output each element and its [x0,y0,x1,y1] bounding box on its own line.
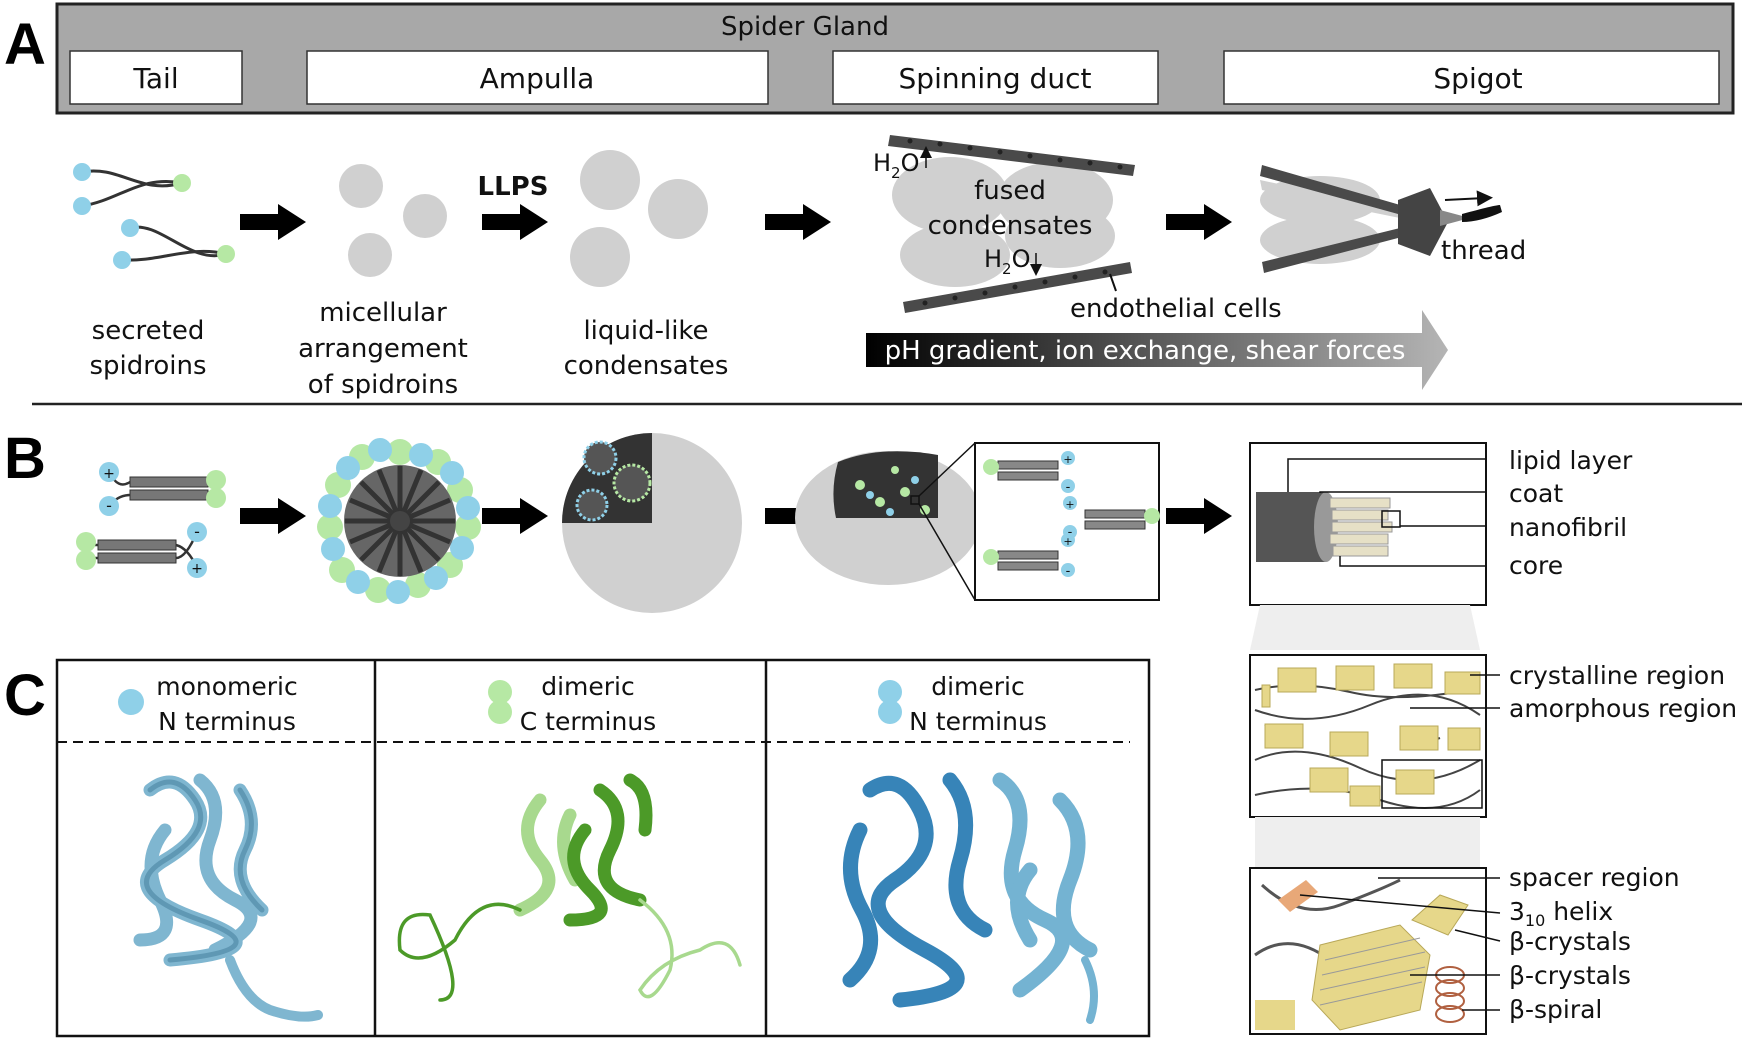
fused-label-1: fused [974,176,1046,206]
gland-section-duct [832,50,1159,105]
panel-c-label: C [4,663,46,728]
secreted-spidroins-icon [73,163,235,269]
arrow-b-4 [1166,498,1232,534]
liquid-label-2: condensates [564,351,729,381]
gland-section-spigot [1223,50,1720,105]
micelles-icon [339,164,447,277]
arrow-a-3 [765,204,831,240]
condensates-icon [570,150,708,287]
liquid-label-1: liquid-like [583,316,708,346]
gland-section-tail-label: Tail [132,62,178,95]
spider-gland-bar: Spider Gland Tail Ampulla Spinning duct … [55,2,1735,115]
micellular-label-2: arrangement [298,334,468,364]
term3-line1: dimeric [931,672,1025,701]
charge-minus-1: - [106,496,112,515]
micelle-icon [317,438,481,604]
charge-zoom-3: + [1065,498,1074,511]
panel-b-label: B [4,426,46,491]
endothelial-leader [1109,273,1117,292]
term3-line2: N terminus [909,707,1047,736]
water-out-label: H2O [873,149,919,182]
spacer-label: spacer region [1509,863,1680,892]
term2-line2: C terminus [520,707,656,736]
charge-zoom-4: - [1068,525,1073,540]
dimeric-c-icon [488,680,512,724]
charge-zoom-6: - [1066,564,1071,579]
arrow-a-1 [240,204,306,240]
llps-label: LLPS [478,172,549,202]
micellular-label-1: micellular [319,298,447,328]
charge-zoom-1: + [1063,453,1072,466]
crystalline-label: crystalline region [1509,661,1725,690]
dimeric-n-icon [878,680,902,724]
term2-line1: dimeric [541,672,635,701]
secreted-label-1: secreted [92,316,205,346]
water-in-label: H2O [984,245,1030,278]
structure-detail-box [1249,867,1501,1035]
core-label: core [1509,551,1563,580]
arrow-b-2 [482,498,548,534]
crystals-label-2: β-crystals [1509,961,1631,990]
term1-line2: N terminus [158,707,296,736]
fused-label-2: condensates [928,211,1093,241]
arrow-a-4 [1166,204,1232,240]
lipid-layer-label: lipid layer [1509,446,1633,475]
gland-title: Spider Gland [721,12,889,42]
crystals-label-1: β-crystals [1509,927,1631,956]
spinning-duct-icon [888,135,1135,313]
arrow-b-1 [240,498,306,534]
crystalline-region-box [1249,654,1500,870]
charge-zoom-5: + [1063,535,1072,548]
spidroin-pair-icon [76,462,226,578]
amorphous-label: amorphous region [1509,694,1737,723]
charge-plus-1: + [103,466,115,482]
gland-section-ampulla [306,50,769,105]
nanofibril-label: nanofibril [1509,513,1627,542]
condensate-cutaway-icon [562,433,742,613]
spigot-icon [1260,165,1502,273]
charge-minus-2: - [194,522,200,541]
fiber-section-icon [1249,442,1487,650]
secreted-label-2: spidroins [89,351,206,381]
term1-line1: monomeric [156,672,298,701]
charge-plus-2: + [191,561,203,577]
monomeric-n-structure [133,773,323,1022]
gland-section-tail [69,50,243,105]
gradient-label: pH gradient, ion exchange, shear forces [885,336,1406,366]
helix-label: 310 helix [1509,897,1613,930]
monomeric-n-icon [118,689,144,715]
coat-label: coat [1509,479,1563,508]
dimeric-n-structure [842,772,1098,1024]
gland-section-spigot-label: Spigot [1433,62,1522,95]
panel-a-label: A [4,12,46,77]
endothelial-label: endothelial cells [1070,294,1282,324]
spiral-label: β-spiral [1509,995,1602,1024]
fused-condensate-icon [795,442,1160,601]
gradient-arrow [866,310,1448,390]
gland-section-ampulla-label: Ampulla [480,62,595,95]
micellular-label-3: of spidroins [308,370,458,400]
charge-zoom-2: - [1066,480,1071,495]
gland-section-duct-label: Spinning duct [899,62,1092,95]
endothelial-cells-top [888,135,1135,176]
dimeric-c-structure [397,773,742,1002]
thread-label: thread [1441,236,1526,266]
arrow-a-2 [482,204,548,240]
